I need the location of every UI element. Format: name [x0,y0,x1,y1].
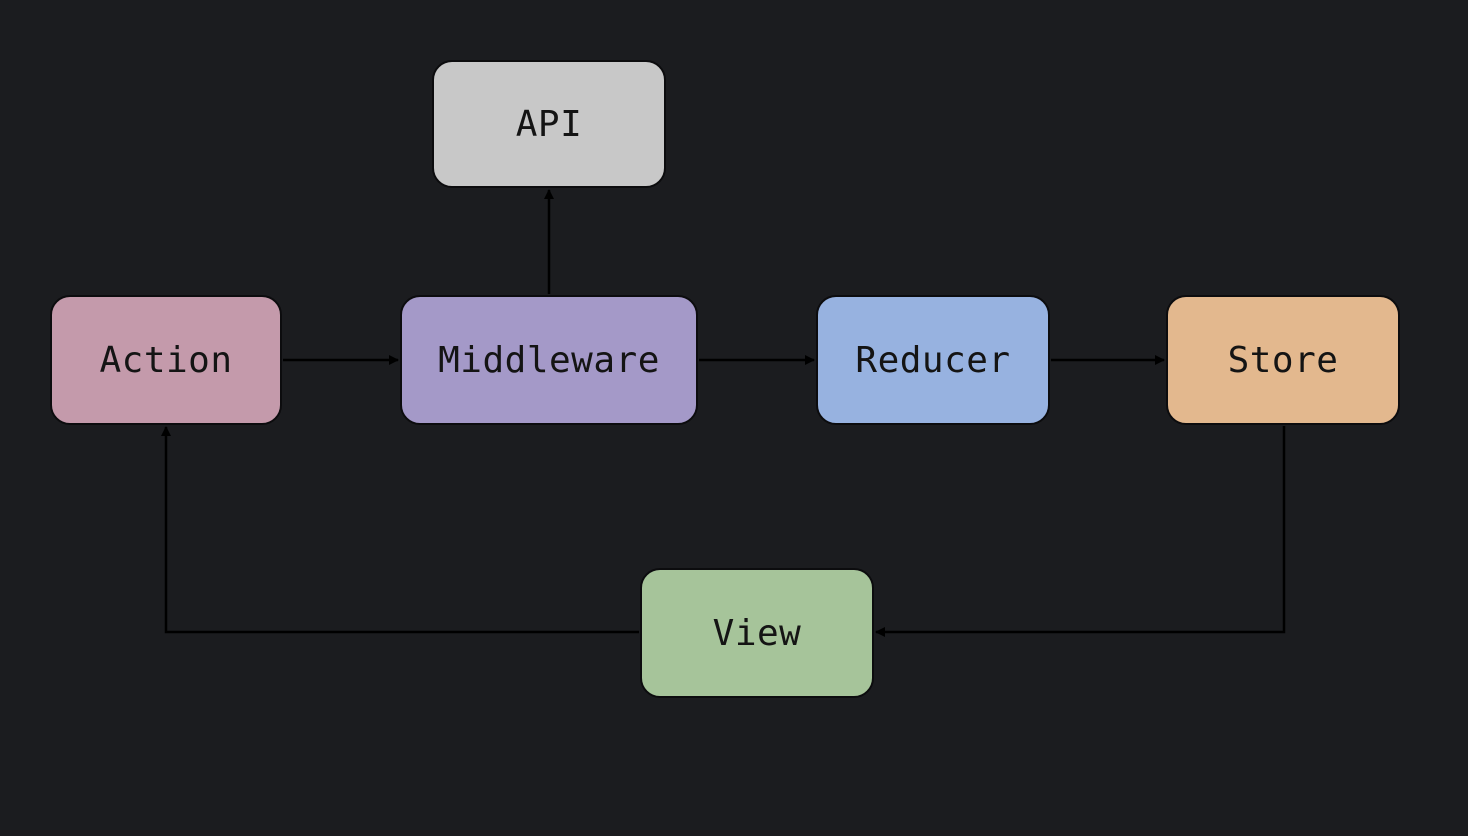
edge-view-to-action [161,426,639,634]
node-api: API [432,60,666,188]
node-action: Action [50,295,282,425]
node-view: View [640,568,874,698]
node-reducer: Reducer [816,295,1050,425]
node-store: Store [1166,295,1400,425]
node-middleware: Middleware [400,295,698,425]
edge-store-to-view [875,426,1286,637]
